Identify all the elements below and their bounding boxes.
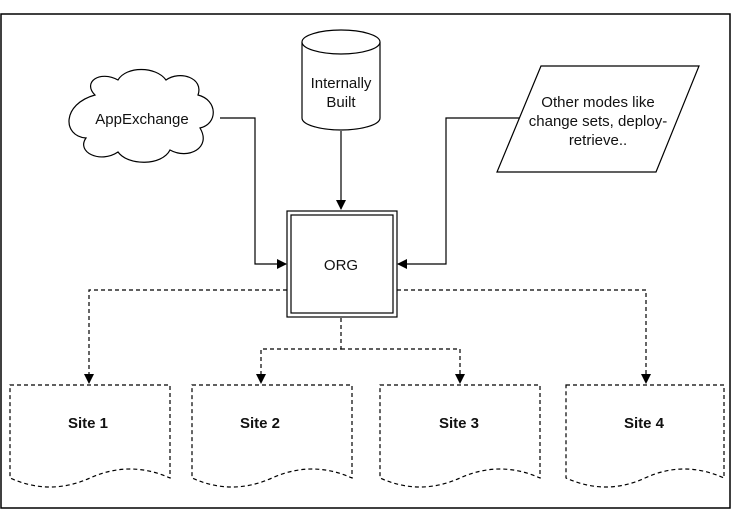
site-2-label: Site 2 <box>240 415 280 432</box>
site-1-label: Site 1 <box>68 415 108 432</box>
internally-built-label-line1: Internally <box>311 75 372 92</box>
other-modes-label-line3: retrieve.. <box>569 132 627 149</box>
other-modes-label-line1: Other modes like <box>541 94 654 111</box>
dashed-arrow-org-to-site-1 <box>84 289 287 384</box>
appexchange-label: AppExchange <box>95 111 188 128</box>
site-3-label: Site 3 <box>439 415 479 432</box>
arrow-other-modes-to-org <box>397 117 519 269</box>
internally-built-database: Internally Built <box>301 29 381 131</box>
appexchange-cloud: AppExchange <box>68 68 214 163</box>
other-modes-parallelogram: Other modes like change sets, deploy- re… <box>496 65 700 173</box>
dashed-arrow-org-to-site-3 <box>341 348 465 384</box>
site-3-document: Site 3 <box>379 384 541 488</box>
site-2-document: Site 2 <box>191 384 353 488</box>
site-1-document: Site 1 <box>9 384 171 488</box>
arrow-appexchange-to-org <box>220 117 287 269</box>
site-4-label: Site 4 <box>624 415 665 432</box>
org-label: ORG <box>324 257 358 274</box>
other-modes-label-line2: change sets, deploy- <box>529 113 667 130</box>
internally-built-label-line2: Built <box>326 94 356 111</box>
org-box: ORG <box>286 210 398 318</box>
site-4-document: Site 4 <box>565 384 725 488</box>
dashed-arrow-org-to-site-4 <box>397 289 651 384</box>
dashed-arrow-org-to-site-2 <box>256 318 342 384</box>
